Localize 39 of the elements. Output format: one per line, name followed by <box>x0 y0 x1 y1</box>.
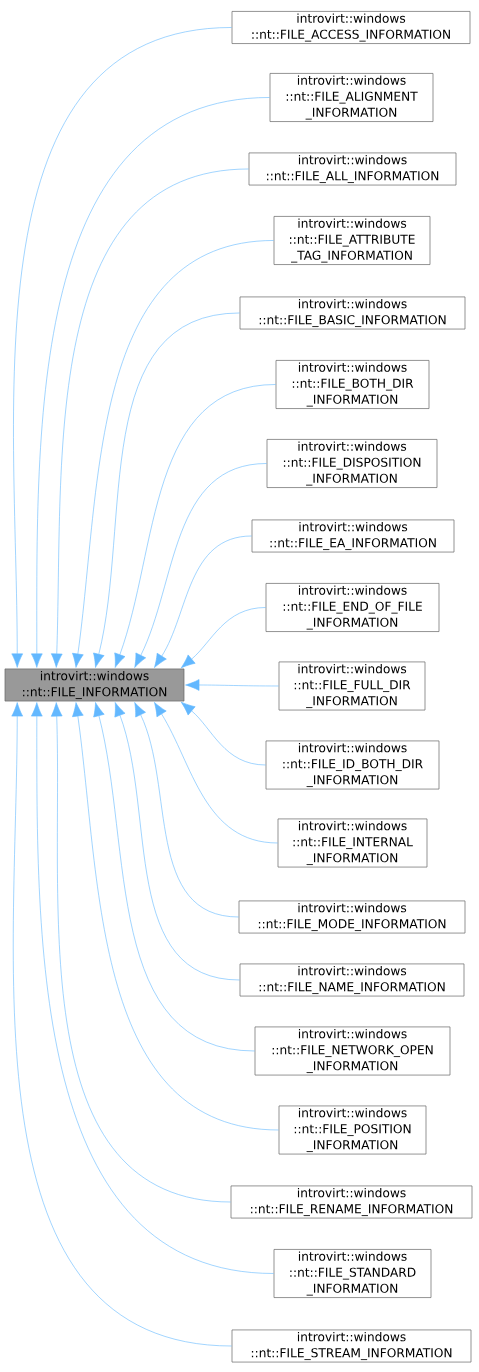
inheritance-arrow <box>180 607 266 669</box>
inheritance-arrow <box>154 702 278 844</box>
class-box: introvirt::windows ::nt::FILE_POSITION _INFORMATION <box>278 1105 427 1155</box>
class-box: introvirt::windows ::nt::FILE_BOTH_DIR _INFORMATION <box>275 360 430 409</box>
inheritance-arrow <box>51 168 249 668</box>
class-box: introvirt::windows ::nt::FILE_MODE_INFORMATION <box>238 900 466 934</box>
inheritance-arrow <box>134 702 239 918</box>
inheritance-arrow <box>72 240 274 668</box>
class-box: introvirt::windows ::nt::FILE_ALL_INFORMATION <box>248 152 457 186</box>
class-box: introvirt::windows ::nt::FILE_NAME_INFORMATION <box>239 963 465 997</box>
class-box: introvirt::windows ::nt::FILE_DISPOSITION _INFORMATION <box>266 439 438 488</box>
inheritance-arrow <box>31 97 270 668</box>
class-box: introvirt::windows ::nt::FILE_STANDARD _INFORMATION <box>273 1249 432 1298</box>
class-box: introvirt::windows ::nt::FILE_ALIGNMENT _INFORMATION <box>269 73 434 122</box>
class-box: introvirt::windows ::nt::FILE_ATTRIBUTE _TAG_INFORMATION <box>273 216 431 265</box>
inheritance-arrow <box>180 701 266 766</box>
inheritance-arrow <box>50 702 231 1203</box>
class-box: introvirt::windows ::nt::FILE_ACCESS_INFORMATION <box>231 11 471 44</box>
class-box: introvirt::windows ::nt::FILE_EA_INFORMATION <box>251 519 455 553</box>
class-box: introvirt::windows ::nt::FILE_STREAM_INFORMATION <box>231 1329 472 1363</box>
inheritance-arrow <box>154 535 252 668</box>
inheritance-arrow <box>114 702 240 981</box>
class-box: introvirt::windows ::nt::FILE_NETWORK_OPEN _INFORMATION <box>254 1026 451 1076</box>
class-box: introvirt::windows ::nt::FILE_FULL_DIR _INFORMATION <box>278 661 426 711</box>
class-box: introvirt::windows ::nt::FILE_RENAME_INFORMATION <box>230 1185 473 1219</box>
inheritance-arrow <box>11 702 232 1347</box>
inheritance-arrow <box>11 27 232 668</box>
inheritance-arrow <box>134 463 267 668</box>
class-box: introvirt::windows ::nt::FILE_INFORMATION <box>4 668 185 702</box>
inheritance-arrow <box>93 702 255 1052</box>
inheritance-arrow <box>72 702 279 1131</box>
inheritance-arrow <box>114 384 276 668</box>
class-box: introvirt::windows ::nt::FILE_END_OF_FILE _INFORMATION <box>265 583 440 632</box>
inheritance-arrow <box>31 702 274 1274</box>
inheritance-arrow <box>185 679 279 691</box>
inheritance-arrow <box>93 312 240 668</box>
class-box: introvirt::windows ::nt::FILE_BASIC_INFORMATION <box>239 296 466 330</box>
class-box: introvirt::windows ::nt::FILE_ID_BOTH_DIR _INFORMATION <box>265 740 440 790</box>
class-box: introvirt::windows ::nt::FILE_INTERNAL _INFORMATION <box>277 818 428 868</box>
